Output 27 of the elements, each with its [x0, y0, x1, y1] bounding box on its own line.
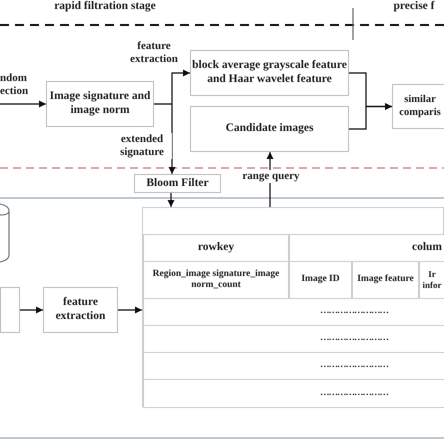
arrow [349, 103, 392, 130]
table-cell: Image feature [352, 261, 419, 299]
table-cell: …………………… [143, 379, 444, 408]
arrow [0, 100, 46, 108]
process-box: Candidate images [190, 106, 349, 152]
table-cell: …………………… [143, 352, 444, 380]
filter-box: Bloom Filter [134, 174, 221, 193]
header-cell: rowkey [143, 234, 289, 262]
table-cell: …………………… [143, 325, 444, 353]
arrow [154, 70, 190, 105]
arrow [20, 306, 43, 314]
stage-title: rapid filtration stage [53, 0, 157, 14]
arrow [168, 104, 176, 174]
table-cell: …………………… [143, 298, 444, 326]
stage-title: precise f [392, 0, 436, 14]
arrow [168, 193, 174, 207]
process-box: feature extraction [43, 287, 118, 333]
process-box: block average grayscale feature and Haar wavelet feature [190, 50, 349, 96]
header-cell: colum [289, 234, 444, 262]
table-cell: Image ID [289, 261, 352, 299]
table-cell: Region_image signature_image norm_count [143, 261, 289, 299]
table-cell: Ir infor [419, 261, 444, 299]
data-table [142, 207, 444, 407]
process-box: Image signature and image norm [46, 81, 154, 127]
process-box [0, 287, 20, 333]
arrow [118, 306, 142, 314]
process-box: similar comparis [392, 84, 444, 129]
